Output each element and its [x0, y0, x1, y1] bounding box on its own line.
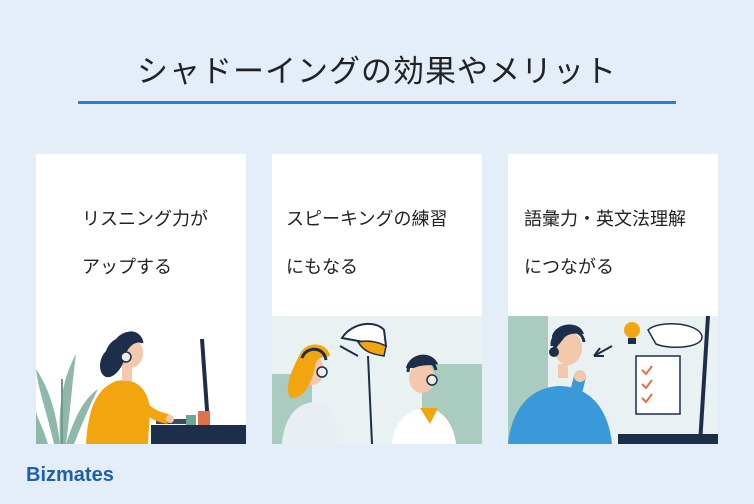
- bizmates-logo: Bizmates: [26, 464, 114, 486]
- conversation-illustration: [272, 316, 482, 444]
- benefit-card-listening: リスニング力が アップする: [36, 154, 246, 444]
- card-line-1: 語彙力・英文法理解: [524, 209, 686, 230]
- benefit-card-vocabulary: 語彙力・英文法理解 につながる: [508, 154, 718, 444]
- card-line-2: につながる: [524, 257, 614, 278]
- title-underline: [78, 101, 676, 104]
- card-line-2: アップする: [82, 257, 172, 278]
- card-line-1: リスニング力が: [82, 209, 208, 230]
- benefit-card-speaking: スピーキングの練習 にもなる: [272, 154, 482, 444]
- man-thinking-illustration: [508, 316, 718, 444]
- page-title: シャドーイングの効果やメリット: [137, 54, 617, 90]
- woman-listening-illustration: [36, 331, 246, 444]
- card-line-2: にもなる: [286, 257, 358, 278]
- card-line-1: スピーキングの練習: [286, 209, 448, 230]
